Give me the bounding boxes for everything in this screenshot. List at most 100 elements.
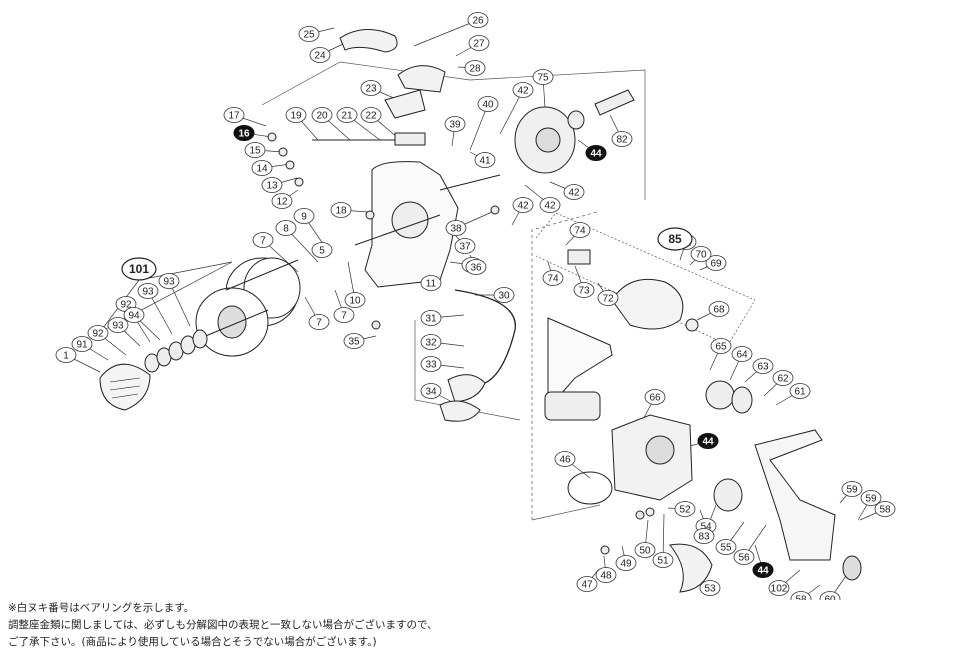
callout-5: 5 bbox=[311, 242, 333, 258]
handle-arm-drawing bbox=[544, 317, 613, 421]
svg-text:20: 20 bbox=[316, 111, 328, 122]
svg-text:74: 74 bbox=[547, 274, 559, 285]
callout-91: 91 bbox=[71, 336, 93, 352]
svg-text:13: 13 bbox=[266, 181, 278, 192]
svg-text:22: 22 bbox=[365, 111, 377, 122]
svg-text:74: 74 bbox=[574, 226, 586, 237]
svg-text:27: 27 bbox=[473, 39, 485, 50]
svg-text:66: 66 bbox=[649, 393, 661, 404]
svg-text:14: 14 bbox=[256, 164, 268, 175]
svg-text:26: 26 bbox=[472, 16, 484, 27]
svg-text:1: 1 bbox=[63, 351, 69, 362]
svg-text:42: 42 bbox=[517, 86, 529, 97]
callout-74: 74 bbox=[542, 270, 564, 286]
callout-93: 93 bbox=[107, 317, 129, 333]
callout-7: 7 bbox=[308, 314, 330, 330]
callout-33: 33 bbox=[420, 356, 442, 372]
callout-30: 30 bbox=[493, 287, 515, 303]
callout-52: 52 bbox=[674, 501, 696, 517]
disclaimer-line-1: 調整座金類に関しましては、必ずしも分解図中の表現と一致しない場合がございますので… bbox=[8, 619, 438, 631]
svg-text:59: 59 bbox=[846, 485, 858, 496]
gearbox-drawing bbox=[567, 414, 693, 505]
callout-69: 69 bbox=[705, 255, 727, 271]
callout-73: 73 bbox=[573, 282, 595, 298]
callout-93: 93 bbox=[158, 273, 180, 289]
callout-83: 83 bbox=[693, 528, 715, 544]
callout-1: 1 bbox=[55, 347, 77, 363]
svg-text:34: 34 bbox=[425, 387, 437, 398]
callout-41: 41 bbox=[474, 152, 496, 168]
svg-text:92: 92 bbox=[92, 329, 104, 340]
svg-text:92: 92 bbox=[120, 300, 132, 311]
svg-text:31: 31 bbox=[425, 314, 437, 325]
svg-text:56: 56 bbox=[738, 553, 750, 564]
callout-44: 44 bbox=[697, 433, 719, 449]
svg-text:55: 55 bbox=[720, 543, 732, 554]
svg-text:32: 32 bbox=[425, 338, 437, 349]
svg-text:50: 50 bbox=[639, 546, 651, 557]
svg-text:49: 49 bbox=[620, 559, 632, 570]
callout-48: 48 bbox=[595, 567, 617, 583]
callout-39: 39 bbox=[444, 116, 466, 132]
svg-text:101: 101 bbox=[129, 262, 149, 276]
svg-text:91: 91 bbox=[76, 340, 88, 351]
svg-text:19: 19 bbox=[290, 111, 302, 122]
svg-text:61: 61 bbox=[794, 387, 806, 398]
callout-11: 11 bbox=[420, 275, 442, 291]
callout-16: 16 bbox=[233, 125, 255, 141]
svg-text:72: 72 bbox=[602, 294, 614, 305]
svg-text:102: 102 bbox=[771, 584, 788, 595]
disclaimer-line-2: ご了承下さい。(商品により使用している場合とそうでない場合がございます。) bbox=[8, 636, 377, 648]
callout-9: 9 bbox=[293, 208, 315, 224]
part-drawings bbox=[99, 29, 862, 593]
callout-7: 7 bbox=[252, 232, 274, 248]
svg-text:93: 93 bbox=[142, 287, 154, 298]
bearing-note: ※白ヌキ番号はベアリングを示します。 bbox=[8, 602, 195, 614]
svg-text:25: 25 bbox=[303, 30, 315, 41]
svg-text:8: 8 bbox=[283, 224, 289, 235]
callout-85: 85 bbox=[657, 227, 693, 251]
callout-64: 64 bbox=[731, 346, 753, 362]
callout-58: 58 bbox=[790, 591, 812, 600]
callout-42: 42 bbox=[563, 184, 585, 200]
callout-44: 44 bbox=[752, 562, 774, 578]
callout-7: 7 bbox=[333, 307, 355, 323]
callout-36: 36 bbox=[465, 259, 487, 275]
svg-text:93: 93 bbox=[112, 321, 124, 332]
svg-text:47: 47 bbox=[581, 580, 593, 591]
svg-text:48: 48 bbox=[600, 571, 612, 582]
svg-text:44: 44 bbox=[702, 437, 714, 448]
svg-text:65: 65 bbox=[715, 342, 727, 353]
callout-59: 59 bbox=[860, 490, 882, 506]
callout-93: 93 bbox=[137, 283, 159, 299]
pinion-gear-drawing bbox=[594, 89, 635, 116]
svg-text:54: 54 bbox=[700, 522, 712, 533]
svg-text:39: 39 bbox=[449, 120, 461, 131]
svg-text:51: 51 bbox=[657, 556, 669, 567]
callout-10: 10 bbox=[344, 292, 366, 308]
svg-text:44: 44 bbox=[590, 149, 602, 160]
drive-gear-drawing bbox=[705, 380, 753, 512]
svg-text:36: 36 bbox=[470, 263, 482, 274]
callout-13: 13 bbox=[261, 177, 283, 193]
callout-8: 8 bbox=[275, 220, 297, 236]
svg-text:69: 69 bbox=[710, 259, 722, 270]
svg-text:53: 53 bbox=[704, 584, 716, 595]
callout-60: 60 bbox=[819, 591, 841, 600]
callout-44: 44 bbox=[585, 145, 607, 161]
svg-text:5: 5 bbox=[319, 246, 325, 257]
svg-text:42: 42 bbox=[568, 188, 580, 199]
callout-28: 28 bbox=[464, 60, 486, 76]
svg-text:21: 21 bbox=[341, 111, 353, 122]
svg-text:11: 11 bbox=[426, 279, 437, 290]
svg-text:68: 68 bbox=[713, 305, 725, 316]
callout-58: 58 bbox=[874, 501, 896, 517]
svg-text:24: 24 bbox=[314, 51, 326, 62]
svg-text:83: 83 bbox=[698, 532, 710, 543]
svg-text:10: 10 bbox=[349, 296, 361, 307]
svg-text:73: 73 bbox=[578, 286, 590, 297]
drag-knob-drawing bbox=[99, 363, 151, 411]
callout-32: 32 bbox=[420, 334, 442, 350]
